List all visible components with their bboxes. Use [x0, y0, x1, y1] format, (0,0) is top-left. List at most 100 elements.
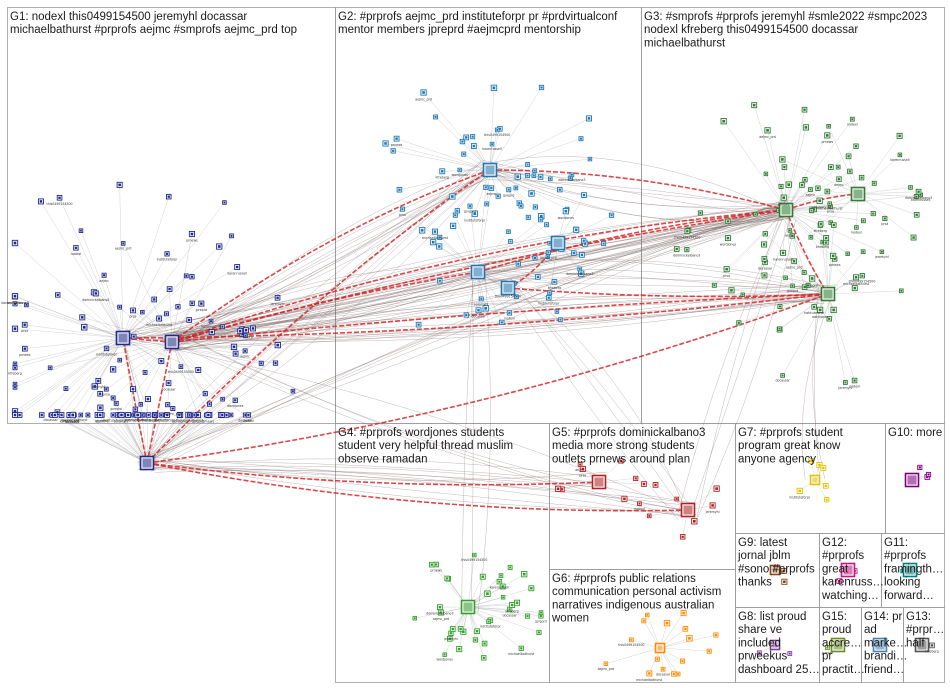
edge [810, 193, 859, 238]
vertex-fill [648, 514, 651, 517]
vertex-fill [94, 292, 98, 295]
edge [52, 414, 148, 464]
vertex-fill [909, 186, 912, 189]
edge [99, 341, 173, 394]
vertex-fill [244, 334, 247, 337]
vertex-fill [165, 252, 169, 255]
edge [24, 337, 124, 349]
group-label-g15-line-2: accre… [822, 637, 862, 649]
group-label-g2-line-0: G2: #prprofs aejmc_prd instituteforpr pr… [338, 11, 618, 23]
vertex-fill [474, 638, 477, 641]
vertex-label: prsa [881, 222, 888, 226]
vertex-fill [13, 409, 17, 413]
vertex-fill [784, 276, 787, 279]
hub-vertex-image [823, 289, 833, 299]
edge [785, 209, 835, 260]
vertex-fill [392, 149, 395, 152]
vertex-label: this0499154500 [46, 202, 72, 206]
vertex-fill [764, 232, 767, 235]
vertex-fill [93, 385, 97, 388]
vertex-fill [481, 575, 485, 578]
vertex-fill [862, 219, 865, 222]
vertex-fill [510, 603, 514, 607]
vertex-fill [74, 246, 78, 249]
vertex-fill [167, 195, 170, 198]
inter-group-edge [123, 210, 795, 342]
edge [489, 169, 542, 217]
edge [467, 588, 532, 608]
vertex-fill [451, 195, 454, 198]
inter-group-edge [154, 164, 492, 469]
vertex-fill [846, 252, 849, 255]
vertex-fill [763, 261, 767, 264]
hub-vertex-image [118, 333, 128, 343]
node-label-layer: jeremyhldocassarmichaelbathurstthis04991… [1, 97, 938, 682]
edge [827, 290, 902, 295]
inter-group-edge [172, 297, 826, 342]
vertex-fill [901, 570, 904, 572]
edge [57, 294, 124, 339]
inter-group-edge [696, 201, 786, 517]
vertex-fill [556, 487, 560, 491]
vertex-label: prnews [186, 239, 198, 243]
edge [857, 187, 911, 195]
vertex-label: instituteforpr [538, 302, 560, 306]
vertex-label: kfreberg [8, 371, 21, 375]
edge [385, 143, 491, 171]
panel-frames [7, 7, 945, 683]
vertex-fill [804, 126, 808, 129]
group-label-g14-line-1: ad [864, 624, 877, 636]
vertex-fill [556, 310, 558, 313]
group-label-g15-line-1: proud [822, 624, 851, 636]
vertex-fill [197, 368, 200, 372]
vertex-fill [829, 205, 832, 208]
strong-edge [122, 293, 829, 339]
vertex-label: instituteforpr [157, 258, 179, 262]
vertex-label: wordjones [558, 216, 575, 220]
group-label-g3-line-1: nodexl kfreberg this0499154500 docassar [644, 24, 858, 36]
vertex-label: karenrussell [482, 147, 501, 151]
vertex-fill [487, 620, 490, 623]
inter-group-edge [179, 289, 829, 350]
vertex-fill [13, 294, 17, 298]
edge [72, 414, 148, 464]
vertex-fill [462, 153, 465, 156]
inter-group-edge [483, 279, 821, 288]
vertex-fill [118, 306, 121, 309]
vertex-fill [789, 229, 791, 232]
hub-vertex-image [683, 505, 693, 515]
vertex-label: jpreprd [534, 620, 546, 624]
inter-group-edge [163, 208, 777, 334]
vertex-fill [13, 302, 17, 305]
inter-group-edge [511, 279, 680, 505]
group-label-g12-line-2: great [822, 563, 849, 575]
edge [117, 414, 148, 464]
vertex-label: dominickalbano3 [905, 196, 932, 200]
vertex-label: prsa [130, 315, 137, 319]
vertex-fill [112, 413, 115, 417]
vertex-label: wordjones [227, 404, 244, 408]
inter-group-edge [137, 458, 606, 479]
vertex-label: jeremyhl [123, 418, 138, 422]
vertex-fill [244, 349, 247, 352]
vertex-fill [465, 313, 468, 317]
hub-vertex-image [772, 567, 778, 573]
vertex-fill [485, 202, 488, 205]
vertex-fill [665, 621, 669, 625]
vertex-fill [516, 175, 520, 178]
vertex-fill [515, 295, 518, 298]
vertex-fill [880, 250, 883, 253]
group-label-g14-line-2: marke… [864, 637, 907, 649]
edge [659, 612, 684, 649]
vertex-fill [500, 574, 502, 577]
vertex-fill [549, 177, 552, 180]
panel-frame-g13 [903, 607, 945, 683]
vertex-fill [210, 320, 212, 323]
edge [24, 324, 124, 339]
vertex-fill [685, 248, 688, 251]
edge [785, 194, 921, 211]
inter-group-edge [137, 200, 784, 464]
vertex-fill [13, 327, 17, 331]
vertex-fill [825, 134, 829, 137]
vertex-fill [515, 601, 519, 604]
